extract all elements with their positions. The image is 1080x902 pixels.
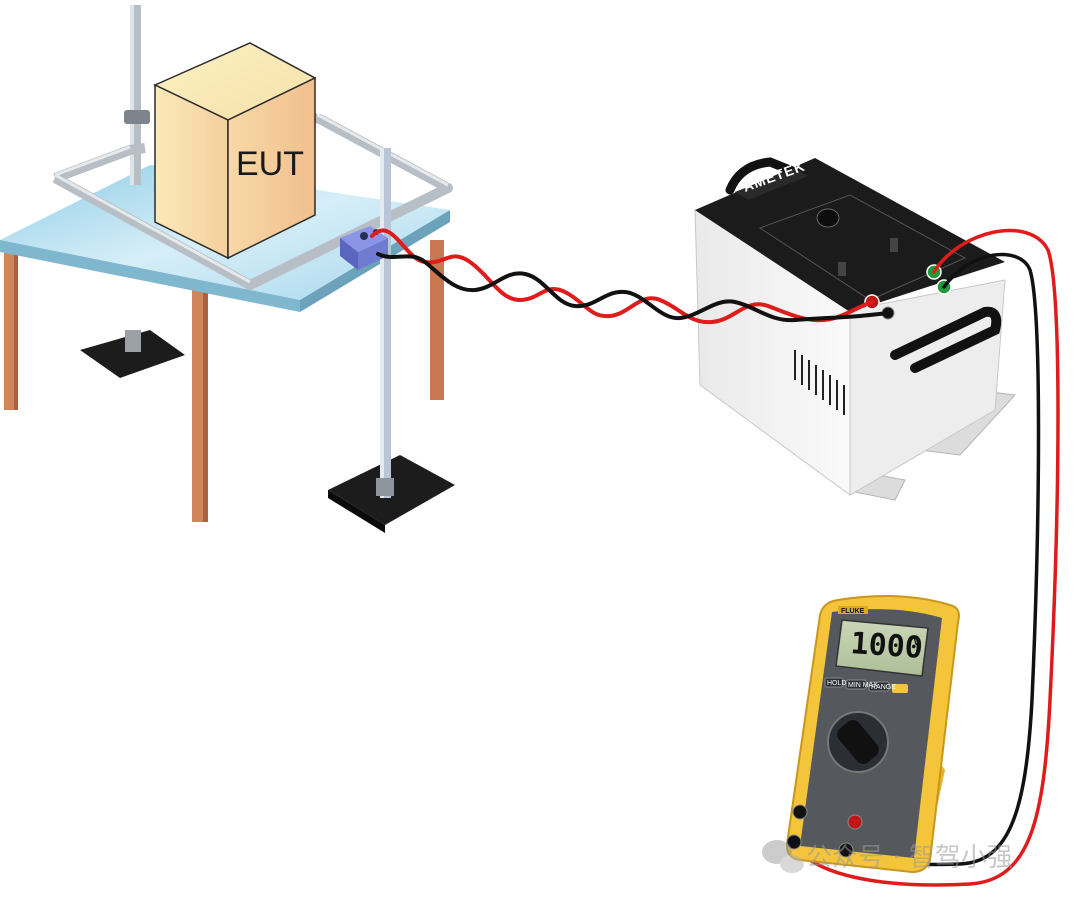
range-label: RANGE (871, 684, 896, 691)
eut-box: EUT (153, 42, 317, 260)
table-foot-bracket (125, 330, 141, 352)
wire-red-twisted (370, 228, 874, 325)
multimeter-reading: 1000 (849, 626, 924, 666)
table-leg-back-right (430, 240, 444, 400)
multimeter-hold-button (824, 677, 844, 688)
wire-black-twisted (376, 252, 890, 323)
minmax-label: MIN MAX (848, 682, 878, 689)
wire-red-monitor (800, 228, 1060, 887)
table-foot-pad (80, 330, 185, 378)
wechat-icon (762, 840, 804, 873)
left-support-pole (124, 5, 150, 185)
multimeter-yellow-button (892, 684, 908, 693)
right-support-pole (328, 148, 455, 533)
jack-v (847, 814, 863, 830)
hold-label: HOLD (827, 680, 846, 687)
table-top-edge (0, 240, 300, 312)
multimeter-unit: V (913, 637, 921, 648)
eut-side (227, 76, 316, 260)
multimeter-lcd (835, 619, 929, 677)
generator-knob (816, 208, 840, 228)
watermark-text: 公众号 · 智驾小强 (806, 843, 1013, 873)
jack-com (838, 842, 854, 858)
voltage-generator: AMETEK (694, 157, 1017, 501)
wire-black-monitor (843, 252, 1041, 867)
eut-label: EUT (236, 145, 304, 183)
twisted-cable-pair (370, 228, 890, 325)
multimeter: FLUKE 1000 V HOLD MIN MAX RANGE (785, 595, 960, 874)
jack-a (792, 804, 808, 820)
monitor-leads (800, 228, 1060, 887)
multimeter-minmax-button (845, 679, 867, 690)
jack-ma (786, 834, 802, 850)
multimeter-range-button (868, 681, 890, 692)
generator-vents (794, 350, 845, 415)
generator-side (849, 279, 1006, 496)
watermark: 公众号 · 智驾小强 (762, 840, 1013, 873)
generator-switch (838, 262, 846, 276)
multimeter-brand: FLUKE (841, 608, 865, 615)
